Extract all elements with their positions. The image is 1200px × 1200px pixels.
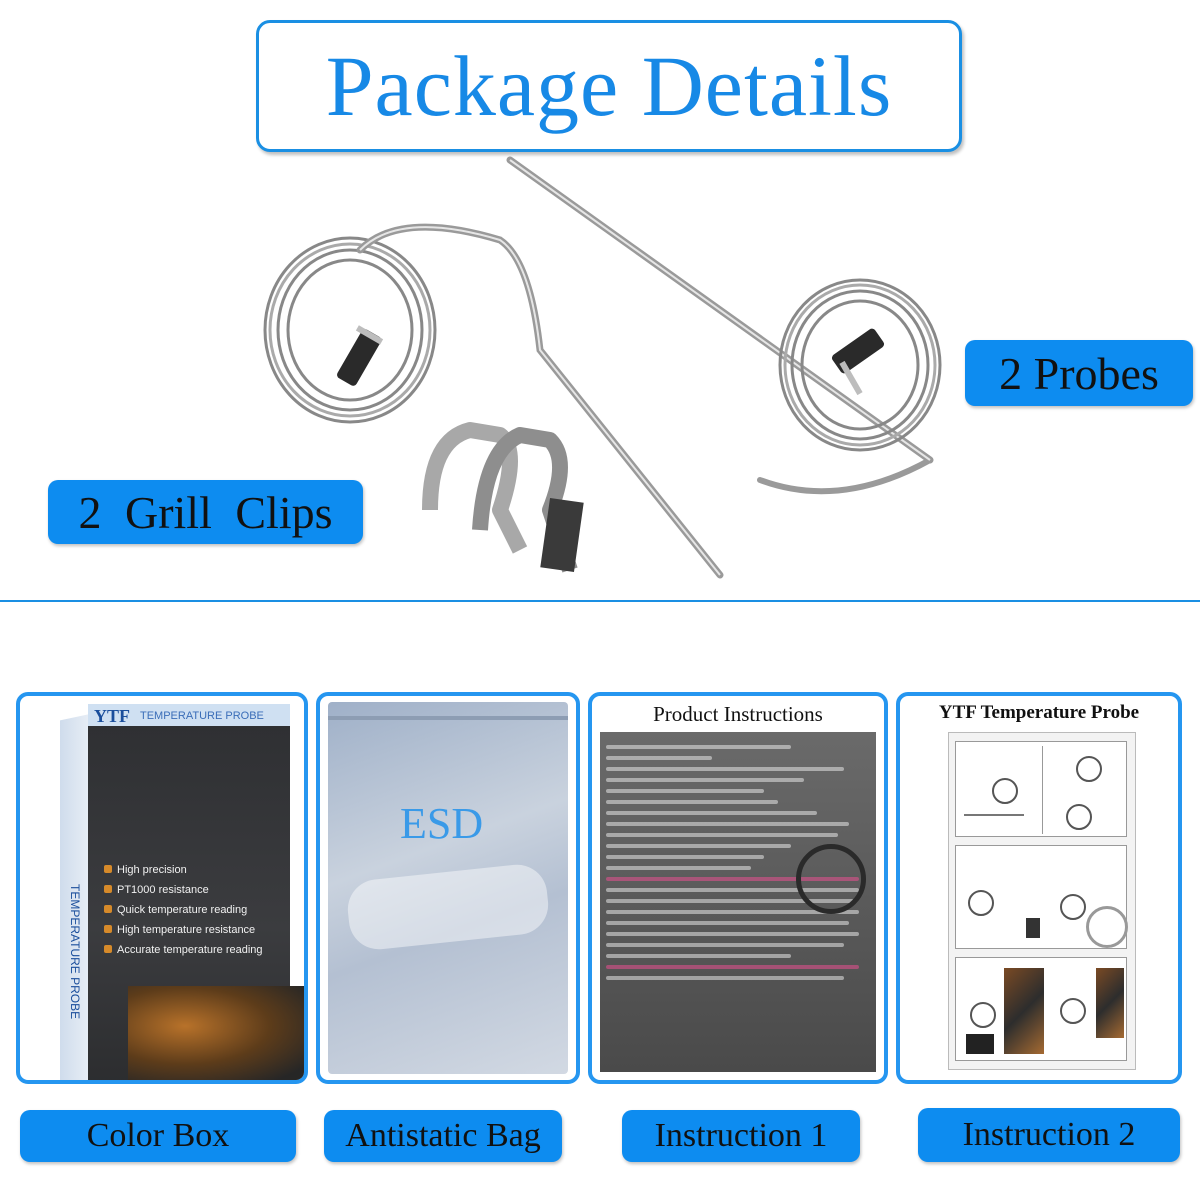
box-feature: Quick temperature reading: [104, 904, 247, 916]
box-feature: Accurate temperature reading: [104, 944, 263, 956]
box-brand: YTF: [94, 706, 130, 726]
grill-clips-label: 2 Grill Clips: [48, 480, 363, 544]
box-feature: High temperature resistance: [104, 924, 255, 936]
instruction-2-heading: YTF Temperature Probe: [938, 702, 1140, 723]
caption-instruction-2: Instruction 2: [918, 1108, 1180, 1162]
antistatic-bag-panel: ESD: [316, 692, 580, 1084]
color-box-image: YTF TEMPERATURE PROBE High precision PT1…: [60, 704, 304, 1080]
section-divider: [0, 600, 1200, 602]
instruction-2-sheet: [948, 732, 1136, 1070]
grill-clips-icon: [422, 422, 584, 573]
probe-detail-card: [955, 845, 1128, 949]
right-plug-icon: [831, 328, 885, 396]
caption-instruction-1: Instruction 1: [622, 1110, 860, 1162]
instruction-1-panel: Product Instructions: [588, 692, 888, 1084]
caption-antistatic-bag: Antistatic Bag: [324, 1110, 562, 1162]
right-probe-coil: [778, 278, 942, 452]
title-box: Package Details: [256, 20, 962, 152]
box-side-text: TEMPERATURE PROBE: [68, 884, 82, 1020]
coil-icon: [796, 844, 866, 914]
left-plug-icon: [337, 325, 384, 386]
esd-bag-image: ESD: [328, 702, 568, 1074]
instruction-1-heading: Product Instructions: [653, 702, 823, 726]
caption-color-box: Color Box: [20, 1110, 296, 1162]
application-card: [955, 957, 1127, 1061]
esd-text: ESD: [400, 799, 484, 848]
left-probe-coil: [263, 236, 437, 424]
probes-label: 2 Probes: [965, 340, 1193, 406]
box-feature: High precision: [104, 864, 187, 876]
instruction-1-sheet: [600, 732, 876, 1072]
box-feature: PT1000 resistance: [104, 884, 209, 896]
probe-picture-card: [955, 741, 1127, 837]
instruction-2-panel: YTF Temperature Probe: [896, 692, 1182, 1084]
probes-illustration: [263, 156, 942, 579]
color-box-panel: YTF TEMPERATURE PROBE High precision PT1…: [16, 692, 308, 1084]
page-title: Package Details: [325, 38, 893, 134]
box-product: TEMPERATURE PROBE: [140, 710, 264, 722]
